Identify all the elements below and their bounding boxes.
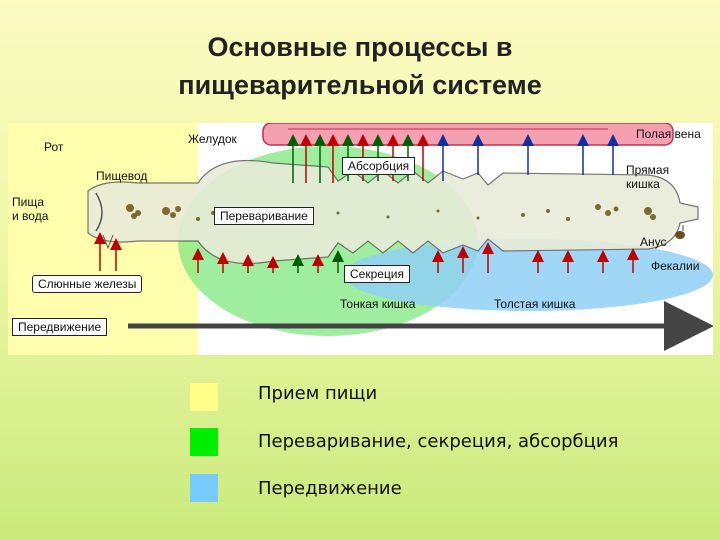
label-vena: Полая вена <box>636 127 701 141</box>
label-movement: Передвижение <box>12 318 108 336</box>
label-absorption: Абсорбция <box>342 157 416 175</box>
page-title: Основные процессы в пищеварительной сист… <box>0 28 720 104</box>
label-mouth: Рот <box>44 140 64 154</box>
label-esophagus: Пищевод <box>96 169 148 183</box>
label-large-intestine: Толстая кишка <box>494 297 576 311</box>
digestive-diagram: Рот Желудок Полая вена Пищевод Абсорбция… <box>8 123 713 355</box>
legend-label-digestion: Переваривание, секреция, абсорбция <box>258 431 619 452</box>
secretion-arrows <box>192 242 639 273</box>
legend-label-intake: Прием пищи <box>258 383 378 404</box>
legend-swatch-intake <box>190 383 218 411</box>
label-food-1: Пища <box>12 195 44 209</box>
label-stomach: Желудок <box>188 132 237 146</box>
label-digestion: Переваривание <box>214 207 314 225</box>
label-rectum-2: кишка <box>626 177 660 191</box>
label-rectum-1: Прямая <box>626 163 670 177</box>
digestive-tract <box>87 160 699 264</box>
food-particles <box>126 204 656 225</box>
legend-swatch-movement <box>190 474 218 502</box>
label-small-intestine: Тонкая кишка <box>340 297 416 311</box>
label-secretion: Секреция <box>344 265 411 283</box>
feces <box>675 231 685 239</box>
title-line-1: Основные процессы в <box>207 32 513 62</box>
label-feces: Фекалии <box>651 259 700 273</box>
label-anus: Анус <box>640 235 667 249</box>
diagram-graphic <box>8 123 713 355</box>
vena-cava <box>262 123 674 146</box>
legend-label-movement: Передвижение <box>258 478 402 499</box>
label-salivary: Слюнные железы <box>32 275 143 293</box>
legend-swatch-digestion <box>190 428 218 456</box>
label-food-2: и вода <box>12 209 49 223</box>
title-line-2: пищеварительной системе <box>178 70 542 100</box>
